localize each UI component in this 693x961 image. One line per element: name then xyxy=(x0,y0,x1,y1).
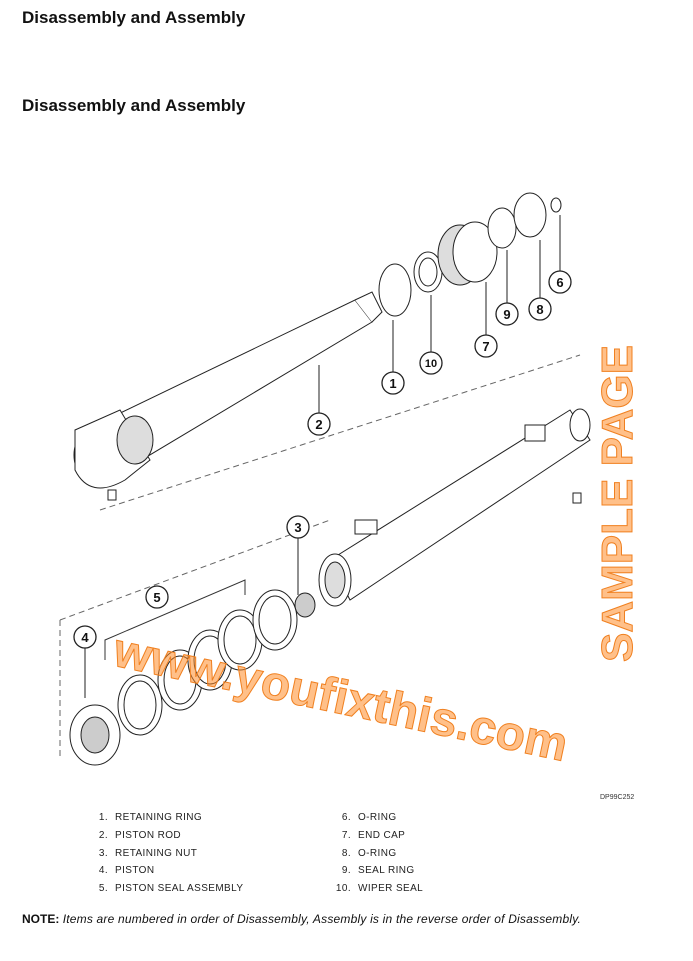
legend-right: 6.O-RING 7.END CAP 8.O-RING 9.SEAL RING … xyxy=(333,812,423,901)
legend-item: 7.END CAP xyxy=(341,829,406,841)
legend-left: 1.RETAINING RING 2.PISTON ROD 3.RETAININ… xyxy=(90,812,243,901)
callout-8: 8 xyxy=(536,302,543,317)
callout-1: 1 xyxy=(389,376,396,391)
legend-item: 2.PISTON ROD xyxy=(98,829,182,841)
callout-circles xyxy=(73,270,572,649)
legend-item: 1.RETAINING RING xyxy=(98,812,203,823)
dashed-centerlines xyxy=(59,354,581,760)
legend-item: 3.RETAINING NUT xyxy=(98,847,198,859)
page-header: Disassembly and Assembly xyxy=(22,8,246,27)
retaining-nut xyxy=(294,592,316,618)
legend-item: 5.PISTON SEAL ASSEMBLY xyxy=(98,883,244,895)
callout-6: 6 xyxy=(556,275,563,290)
legend-item: 6.O-RING xyxy=(341,812,397,823)
note-text: Items are numbered in order of Disassemb… xyxy=(62,912,582,926)
callout-10: 10 xyxy=(425,358,437,370)
section-title: Disassembly and Assembly xyxy=(22,96,246,115)
callout-4: 4 xyxy=(81,630,89,645)
piston-rod xyxy=(73,291,383,501)
legend-item: 9.SEAL RING xyxy=(341,865,415,877)
hydraulic-cylinder-exploded-diagram: 1 2 3 4 5 6 7 8 9 10 xyxy=(59,192,591,766)
note: NOTE: Items are numbered in order of Dis… xyxy=(22,912,581,926)
figure-code: DP99C252 xyxy=(600,794,635,801)
head-parts xyxy=(378,192,562,317)
legend-item: 4.PISTON xyxy=(98,865,155,877)
piston-seal-rings xyxy=(104,579,298,736)
legend-item: 10.WIPER SEAL xyxy=(335,883,424,895)
callout-7: 7 xyxy=(482,339,489,354)
cylinder-tube xyxy=(318,408,591,607)
callout-9: 9 xyxy=(503,307,510,322)
callout-3: 3 xyxy=(294,520,301,535)
callout-5: 5 xyxy=(153,590,160,605)
callout-2: 2 xyxy=(315,417,322,432)
piston xyxy=(69,704,121,766)
legend-item: 8.O-RING xyxy=(341,847,397,859)
leader-lines xyxy=(84,215,561,698)
note-label: NOTE: xyxy=(22,912,60,926)
